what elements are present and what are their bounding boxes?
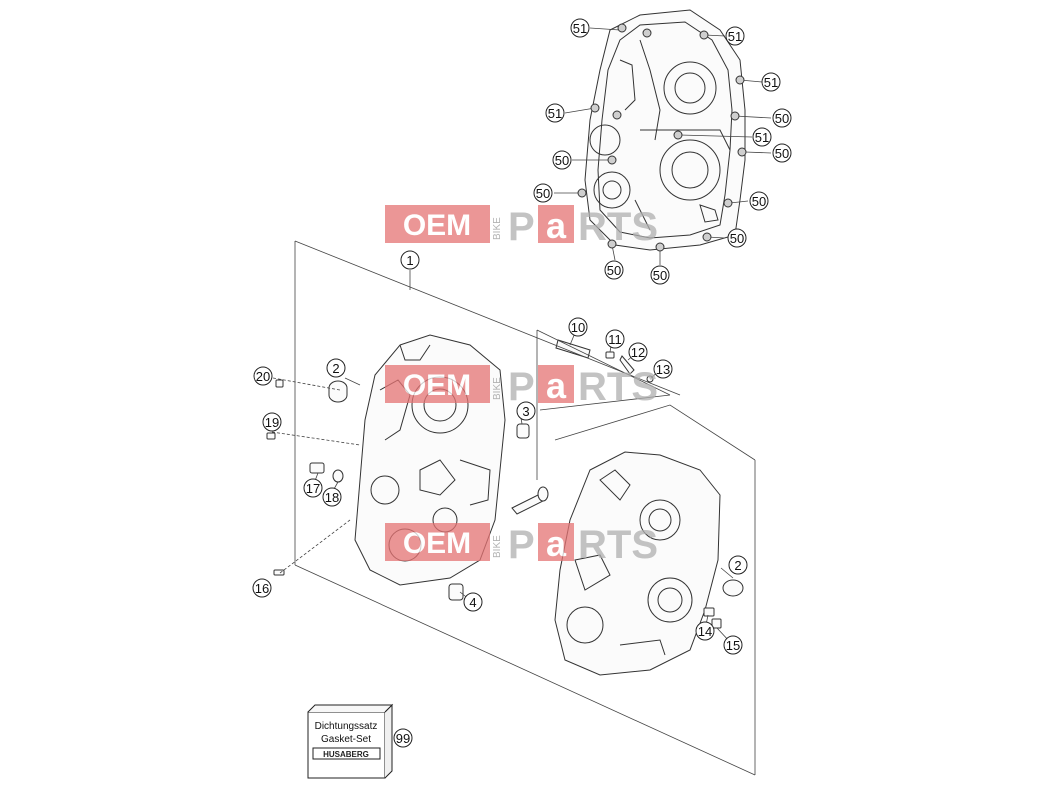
svg-text:a: a: [546, 523, 567, 564]
svg-text:2: 2: [332, 361, 339, 376]
gasket-box-line2: Gasket-Set: [321, 734, 371, 745]
svg-text:50: 50: [555, 153, 569, 168]
svg-text:1: 1: [406, 253, 413, 268]
callout-16: 16: [252, 578, 272, 598]
svg-text:P: P: [508, 205, 535, 249]
svg-text:16: 16: [255, 581, 269, 596]
svg-text:50: 50: [536, 186, 550, 201]
svg-text:19: 19: [265, 415, 279, 430]
svg-text:BIKE: BIKE: [492, 535, 503, 558]
callout-51-e: 51: [752, 127, 772, 147]
svg-text:51: 51: [728, 29, 742, 44]
callout-3: 3: [516, 401, 536, 421]
svg-text:OEM: OEM: [403, 209, 471, 242]
callout-11: 11: [605, 329, 625, 349]
svg-text:50: 50: [730, 231, 744, 246]
watermark-top: OEM BIKE P a RTS: [385, 205, 658, 249]
callout-50-b: 50: [772, 143, 792, 163]
svg-text:51: 51: [755, 130, 769, 145]
callout-99: 99: [393, 728, 413, 748]
svg-text:BIKE: BIKE: [492, 217, 503, 240]
callout-51-a: 51: [570, 18, 590, 38]
svg-text:2: 2: [734, 558, 741, 573]
callout-50-e: 50: [749, 191, 769, 211]
callout-2-left: 2: [326, 358, 346, 378]
callouts: 51 51 51 51 50 51 50 50 50 50 50 50 50 1…: [252, 18, 792, 748]
svg-text:P: P: [508, 523, 535, 567]
svg-text:RTS: RTS: [578, 523, 658, 567]
svg-text:3: 3: [522, 404, 529, 419]
svg-text:14: 14: [698, 624, 712, 639]
callout-50-a: 50: [772, 108, 792, 128]
callout-50-c: 50: [552, 150, 572, 170]
callout-50-f: 50: [727, 228, 747, 248]
callout-17: 17: [303, 478, 323, 498]
svg-text:BIKE: BIKE: [492, 377, 503, 400]
callout-19: 19: [262, 412, 282, 432]
callout-51-d: 51: [545, 103, 565, 123]
watermark-bottom: OEM BIKE P a RTS: [385, 523, 658, 567]
callout-14: 14: [695, 621, 715, 641]
callout-50-h: 50: [650, 265, 670, 285]
right-crankcase-half: [554, 451, 721, 676]
svg-text:10: 10: [571, 320, 585, 335]
svg-text:a: a: [546, 205, 567, 246]
callout-18: 18: [322, 487, 342, 507]
svg-text:18: 18: [325, 490, 339, 505]
svg-text:11: 11: [608, 332, 622, 347]
svg-text:50: 50: [752, 194, 766, 209]
callout-10: 10: [568, 317, 588, 337]
svg-text:20: 20: [256, 369, 270, 384]
svg-text:13: 13: [656, 362, 670, 377]
svg-text:51: 51: [548, 106, 562, 121]
svg-text:99: 99: [396, 731, 410, 746]
callout-51-c: 51: [761, 72, 781, 92]
callout-50-g: 50: [604, 260, 624, 280]
svg-text:50: 50: [775, 111, 789, 126]
svg-text:P: P: [508, 365, 535, 409]
callout-4: 4: [463, 592, 483, 612]
svg-text:OEM: OEM: [403, 527, 471, 560]
gasket-set-box: Dichtungssatz Gasket-Set HUSABERG: [307, 703, 394, 779]
svg-text:50: 50: [775, 146, 789, 161]
svg-text:50: 50: [607, 263, 621, 278]
svg-text:4: 4: [469, 595, 476, 610]
husaberg-logo: HUSABERG: [323, 750, 369, 759]
svg-text:RTS: RTS: [578, 365, 658, 409]
callout-20: 20: [253, 366, 273, 386]
callout-13: 13: [653, 359, 673, 379]
assembly-frame-lines: [271, 27, 772, 776]
svg-text:51: 51: [764, 75, 778, 90]
crankcase-gasket-drawing: [584, 9, 746, 251]
gasket-box-line1: Dichtungssatz: [315, 721, 378, 732]
callout-2-right: 2: [728, 555, 748, 575]
watermark-middle: OEM BIKE P a RTS: [385, 365, 658, 409]
callout-50-d: 50: [533, 183, 553, 203]
callout-12: 12: [628, 342, 648, 362]
svg-text:12: 12: [631, 345, 645, 360]
svg-text:15: 15: [726, 638, 740, 653]
callout-15: 15: [723, 635, 743, 655]
cover-bolts: [577, 23, 747, 252]
callout-1: 1: [400, 250, 420, 270]
svg-text:a: a: [546, 365, 567, 406]
svg-text:OEM: OEM: [403, 369, 471, 402]
svg-text:51: 51: [573, 21, 587, 36]
svg-text:50: 50: [653, 268, 667, 283]
svg-text:17: 17: [306, 481, 320, 496]
small-parts: [266, 339, 744, 629]
svg-text:RTS: RTS: [578, 205, 658, 249]
callout-51-b: 51: [725, 26, 745, 46]
